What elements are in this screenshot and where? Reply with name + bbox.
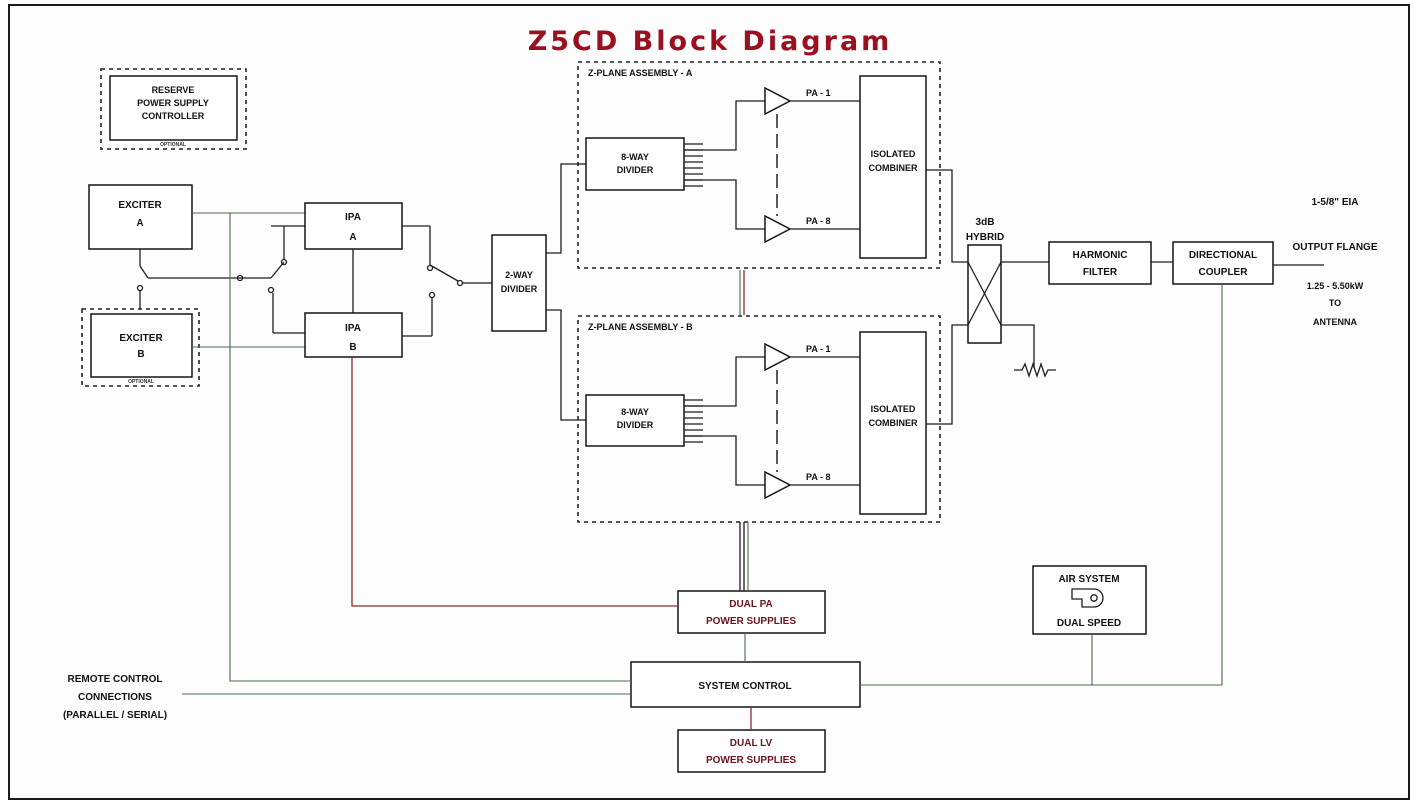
output-line4: TO	[1329, 298, 1341, 308]
zplane-assembly-a: Z-PLANE ASSEMBLY - A 8-WAY DIVIDER PA - …	[577, 61, 941, 269]
hybrid-load-line	[1001, 324, 1035, 368]
dual-lv-line1: DUAL LV	[730, 738, 773, 749]
zplane-b-combiner-line2: COMBINER	[869, 418, 918, 428]
pa8-amplifier-icon-a	[764, 214, 792, 244]
coupler-control-line	[860, 284, 1223, 686]
zplane-b-divider-line2: DIVIDER	[617, 420, 654, 430]
zplane-a-divider-line1: 8-WAY	[621, 152, 649, 162]
output-line3: 1.25 - 5.50kW	[1307, 281, 1364, 291]
ipa-a-line2: A	[349, 232, 356, 243]
exciter-control-line	[229, 213, 631, 682]
reserve-line1: RESERVE	[152, 85, 195, 95]
reserve-power-supply-controller: RESERVE POWER SUPPLY CONTROLLER OPTIONAL	[100, 68, 247, 150]
remote-line1: REMOTE CONTROL	[68, 674, 163, 685]
ipa-b-block: IPA B	[304, 312, 403, 358]
output-line2: OUTPUT FLANGE	[1293, 242, 1378, 253]
remote-line2: CONNECTIONS	[78, 692, 152, 703]
output-line5: ANTENNA	[1313, 317, 1357, 327]
combiner-b-output	[926, 324, 968, 425]
exciter-transfer-switch	[136, 225, 305, 334]
harmonic-line2: FILTER	[1083, 267, 1118, 278]
dual-pa-line2: POWER SUPPLIES	[706, 616, 796, 627]
directional-coupler-block: DIRECTIONAL COUPLER	[1172, 241, 1274, 285]
combiner-a-output	[926, 169, 968, 263]
reserve-optional-tag: OPTIONAL	[160, 142, 186, 148]
directional-line1: DIRECTIONAL	[1189, 250, 1257, 261]
exciter-b-line1: EXCITER	[119, 333, 163, 344]
exciter-b-optional-tag: OPTIONAL	[128, 379, 154, 385]
zplane-b-label: Z-PLANE ASSEMBLY - B	[588, 322, 693, 332]
harmonic-filter-block: HARMONIC FILTER	[1048, 241, 1152, 285]
zplane-a-pa-top: PA - 1	[806, 88, 831, 98]
dual-lv-power-supplies-block: DUAL LV POWER SUPPLIES	[677, 729, 826, 773]
zplane-b-pa-top: PA - 1	[806, 344, 831, 354]
exciter-b-block: EXCITER B OPTIONAL	[81, 308, 200, 387]
divider-to-zplane-b	[546, 309, 586, 421]
remote-control-connections: REMOTE CONTROL CONNECTIONS (PARALLEL / S…	[63, 674, 167, 721]
zplane-a-combiner-line1: ISOLATED	[871, 149, 916, 159]
diagram-title: Z5CD Block Diagram	[528, 26, 893, 57]
hybrid-line1: 3dB	[976, 217, 995, 228]
blower-fan-icon	[1071, 588, 1104, 608]
air-system-line1: AIR SYSTEM	[1058, 574, 1119, 585]
air-system-block: AIR SYSTEM DUAL SPEED	[1032, 565, 1147, 635]
two-way-line1: 2-WAY	[505, 270, 533, 280]
output-annotation: 1-5/8" EIA OUTPUT FLANGE 1.25 - 5.50kW T…	[1293, 197, 1378, 327]
zplane-a-pa-bottom: PA - 8	[806, 216, 831, 226]
zplane-assembly-b: Z-PLANE ASSEMBLY - B 8-WAY DIVIDER PA - …	[577, 315, 941, 523]
hybrid-line2: HYBRID	[966, 232, 1004, 243]
zplane-a-label: Z-PLANE ASSEMBLY - A	[588, 68, 693, 78]
hybrid-block: 3dB HYBRID	[966, 217, 1004, 344]
zplane-b-divider-line1: 8-WAY	[621, 407, 649, 417]
exciter-a-line2: A	[136, 218, 143, 229]
remote-line3: (PARALLEL / SERIAL)	[63, 710, 167, 721]
ipa-transfer-switch	[402, 225, 492, 337]
ipa-b-supply-line	[351, 357, 678, 607]
dual-pa-line1: DUAL PA	[729, 599, 773, 610]
divider-to-zplane-a	[546, 163, 586, 254]
zplane-b-pa-bottom: PA - 8	[806, 472, 831, 482]
dual-pa-power-supplies-block: DUAL PA POWER SUPPLIES	[677, 590, 826, 634]
system-control-label: SYSTEM CONTROL	[698, 681, 791, 692]
dual-lv-line2: POWER SUPPLIES	[706, 755, 796, 766]
air-system-line2: DUAL SPEED	[1057, 618, 1121, 629]
two-way-line2: DIVIDER	[501, 284, 538, 294]
pa1-amplifier-icon-a	[764, 86, 792, 116]
system-control-block: SYSTEM CONTROL	[630, 661, 861, 708]
zplane-b-combiner-line1: ISOLATED	[871, 404, 916, 414]
exciter-b-line2: B	[137, 349, 144, 360]
zplane-a-divider-line2: DIVIDER	[617, 165, 654, 175]
ipa-a-block: IPA A	[304, 202, 403, 250]
directional-line2: COUPLER	[1199, 267, 1249, 278]
ipa-b-line2: B	[349, 342, 356, 353]
zplane-a-combiner-line2: COMBINER	[869, 163, 918, 173]
pa1-amplifier-icon-b	[764, 342, 792, 372]
two-way-divider-block: 2-WAY DIVIDER	[491, 234, 547, 332]
reserve-line3: CONTROLLER	[142, 111, 205, 121]
pa8-amplifier-icon-b	[764, 470, 792, 500]
harmonic-line1: HARMONIC	[1073, 250, 1128, 261]
ipa-a-line1: IPA	[345, 212, 361, 223]
ipa-b-line1: IPA	[345, 323, 361, 334]
reserve-line2: POWER SUPPLY	[137, 98, 209, 108]
load-resistor-icon	[1014, 361, 1056, 379]
exciter-a-block: EXCITER A	[88, 184, 193, 250]
output-line1: 1-5/8" EIA	[1312, 197, 1359, 208]
exciter-a-line1: EXCITER	[118, 200, 162, 211]
